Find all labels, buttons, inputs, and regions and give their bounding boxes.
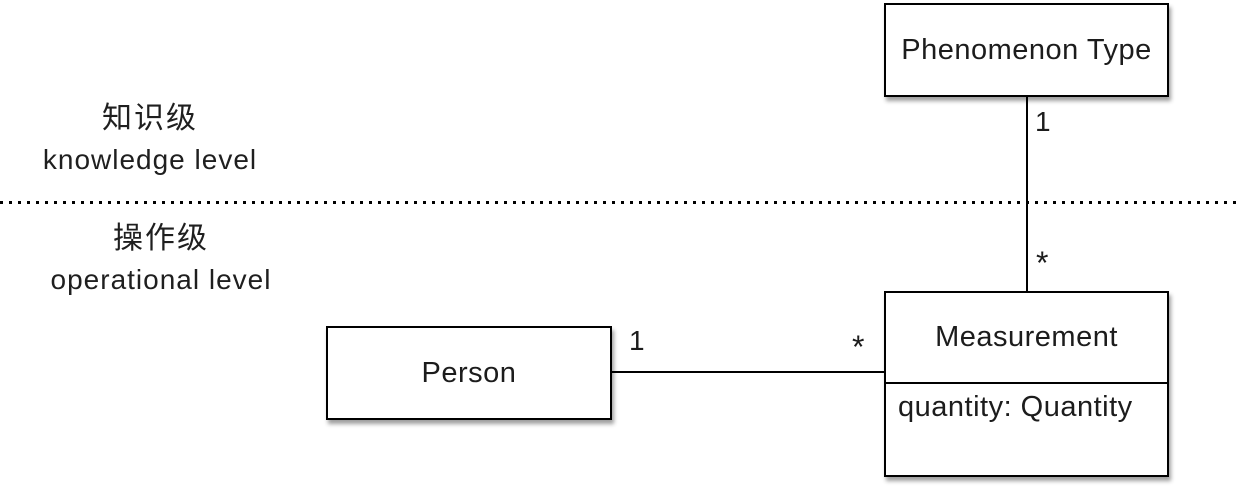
class-box-measurement: Measurement quantity: Quantity: [884, 291, 1169, 477]
class-name-person: Person: [421, 356, 517, 389]
knowledge-level-label: 知识级 knowledge level: [0, 98, 300, 181]
multiplicity-phenomenon-type-end: 1: [1035, 106, 1051, 137]
knowledge-level-label-en: knowledge level: [42, 144, 258, 175]
level-separator-dotted-line: [0, 201, 1240, 204]
operational-level-label-en: operational level: [50, 264, 272, 295]
multiplicity-measurement-left-end: *: [852, 329, 865, 365]
measurement-attribute-compartment: quantity: Quantity: [886, 384, 1167, 475]
knowledge-level-label-zh: 知识级: [102, 102, 198, 135]
class-box-phenomenon-type: Phenomenon Type: [884, 3, 1169, 97]
multiplicity-person-end: 1: [629, 325, 645, 356]
class-box-person: Person: [326, 326, 612, 420]
measurement-attribute-quantity: quantity: Quantity: [898, 391, 1133, 423]
class-name-measurement: Measurement: [886, 293, 1167, 384]
association-line-phenomenon-type-measurement: [1026, 97, 1028, 292]
class-name-phenomenon-type: Phenomenon Type: [901, 33, 1152, 66]
association-line-person-measurement: [611, 371, 886, 373]
operational-level-label-zh: 操作级: [113, 222, 209, 255]
multiplicity-measurement-top-end: *: [1036, 245, 1049, 281]
operational-level-label: 操作级 operational level: [0, 218, 322, 301]
